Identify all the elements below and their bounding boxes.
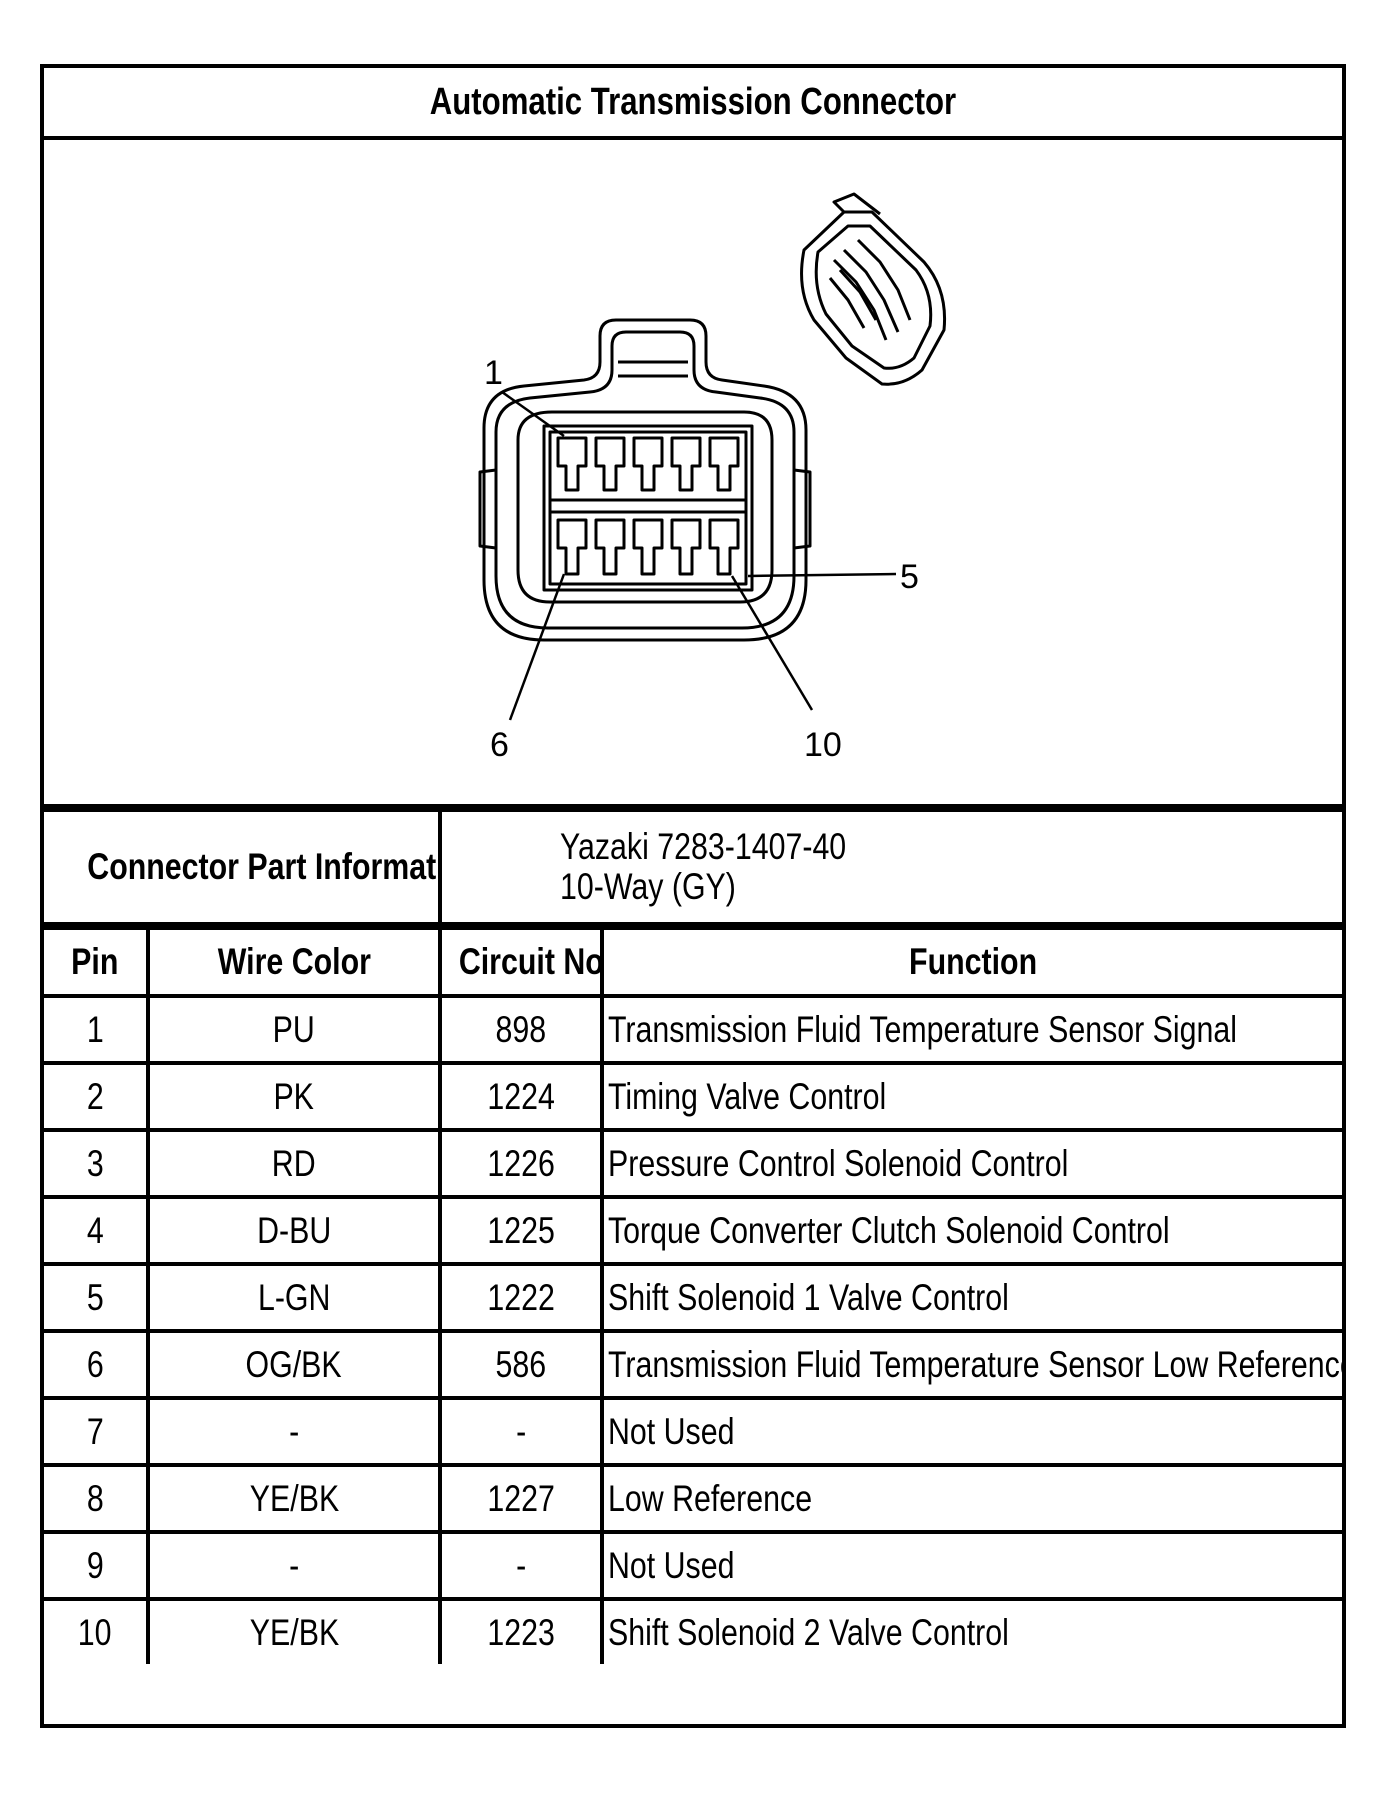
page-title: Automatic Transmission Connector [429, 80, 957, 123]
terminal-rack [542, 424, 754, 592]
wire-color: PU [146, 994, 442, 1065]
pin-function: Timing Valve Control [600, 1061, 1342, 1132]
part-number: Yazaki 7283-1407-40 [560, 826, 847, 867]
wire-color: YE/BK [146, 1597, 442, 1664]
pin-number: 7 [44, 1396, 150, 1467]
pin-number: 6 [44, 1329, 150, 1400]
connector-diagram: 1 5 6 10 [44, 140, 1342, 812]
connector-perspective-view [800, 192, 947, 386]
pin-function: Low Reference [600, 1463, 1342, 1534]
callout-pin-1: 1 [484, 354, 503, 392]
connector-part-info-label: Connector Part Information [44, 812, 442, 926]
pin-number: 5 [44, 1262, 150, 1333]
circuit-number: 898 [438, 994, 604, 1065]
pin-function: Torque Converter Clutch Solenoid Control [600, 1195, 1342, 1266]
pin-number: 1 [44, 994, 150, 1065]
connector-sheet: Automatic Transmission Connector [40, 64, 1346, 1728]
pin-function: Shift Solenoid 2 Valve Control [600, 1597, 1342, 1664]
connector-part-info: Connector Part Information Yazaki 7283-1… [44, 812, 1342, 926]
connector-part-info-value: Yazaki 7283-1407-40 10-Way (GY) [438, 812, 1342, 926]
pin-number: 2 [44, 1061, 150, 1132]
header-wire-color: Wire Color [146, 926, 442, 998]
wire-color: D-BU [146, 1195, 442, 1266]
pin-number: 9 [44, 1530, 150, 1601]
connector-drawing: 1 5 6 10 [478, 192, 947, 764]
wire-color: - [146, 1396, 442, 1467]
header-circuit-no: Circuit No. [438, 926, 604, 998]
circuit-number: 1222 [438, 1262, 604, 1333]
wire-color: L-GN [146, 1262, 442, 1333]
wire-color: - [146, 1530, 442, 1601]
callout-leaders [501, 390, 897, 721]
circuit-number: 1223 [438, 1597, 604, 1664]
table-row: 7--Not Used [44, 1396, 1342, 1467]
top-row-terminals [556, 436, 740, 492]
circuit-number: 1226 [438, 1128, 604, 1199]
pin-function: Shift Solenoid 1 Valve Control [600, 1262, 1342, 1333]
pin-number: 10 [44, 1597, 150, 1664]
connector-housing-outline [482, 318, 808, 642]
circuit-number: 1227 [438, 1463, 604, 1534]
circuit-number: 586 [438, 1329, 604, 1400]
circuit-number: - [438, 1530, 604, 1601]
bottom-row-terminals [556, 518, 740, 576]
part-description: 10-Way (GY) [560, 866, 736, 907]
pinout-header-row: Pin Wire Color Circuit No. Function [44, 926, 1342, 998]
circuit-number: - [438, 1396, 604, 1467]
callout-pin-5: 5 [900, 558, 919, 596]
wire-color: PK [146, 1061, 442, 1132]
pin-number: 4 [44, 1195, 150, 1266]
title-row: Automatic Transmission Connector [44, 68, 1342, 140]
pin-function: Transmission Fluid Temperature Sensor Lo… [600, 1329, 1342, 1400]
header-function: Function [600, 926, 1342, 998]
wire-color: OG/BK [146, 1329, 442, 1400]
pin-number: 8 [44, 1463, 150, 1534]
header-pin: Pin [44, 926, 150, 998]
connector-cavity [516, 410, 774, 604]
callout-pin-6: 6 [490, 726, 509, 764]
pin-function: Transmission Fluid Temperature Sensor Si… [600, 994, 1342, 1065]
wire-color: YE/BK [146, 1463, 442, 1534]
wire-color: RD [146, 1128, 442, 1199]
pin-function: Pressure Control Solenoid Control [600, 1128, 1342, 1199]
table-row: 9--Not Used [44, 1530, 1342, 1601]
pin-function: Not Used [600, 1396, 1342, 1467]
circuit-number: 1224 [438, 1061, 604, 1132]
pin-number: 3 [44, 1128, 150, 1199]
callout-pin-10: 10 [804, 726, 842, 764]
circuit-number: 1225 [438, 1195, 604, 1266]
pin-function: Not Used [600, 1530, 1342, 1601]
